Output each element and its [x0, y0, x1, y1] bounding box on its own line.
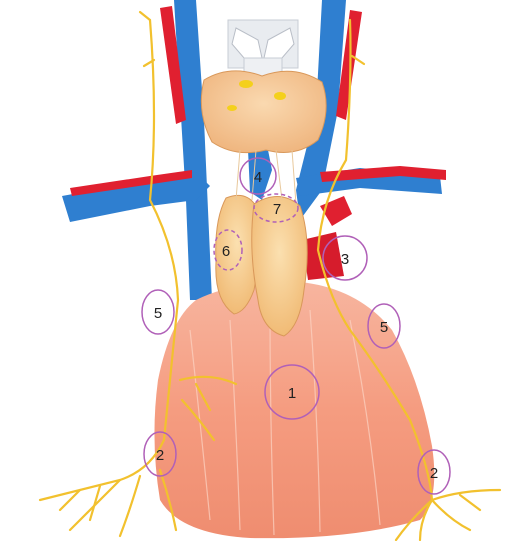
svg-text:1: 1 [288, 385, 296, 402]
svg-text:2: 2 [156, 447, 164, 464]
svg-text:6: 6 [222, 243, 230, 260]
svg-text:7: 7 [273, 201, 281, 218]
svg-text:5: 5 [380, 319, 388, 336]
svg-text:2: 2 [430, 465, 438, 482]
svg-text:4: 4 [254, 169, 262, 186]
svg-text:3: 3 [341, 251, 349, 268]
label-five-left: 5 [142, 290, 174, 334]
thyroid-gland [201, 71, 326, 153]
svg-text:5: 5 [154, 305, 162, 322]
